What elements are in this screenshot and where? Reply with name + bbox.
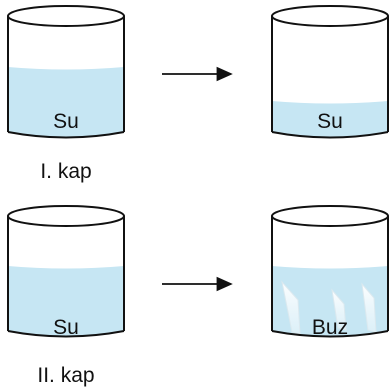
cup-2-after: Buz	[271, 205, 389, 339]
cup-2-before-water	[8, 266, 124, 337]
cup-1-before-rim	[7, 5, 125, 27]
ice-shard-icon	[281, 280, 301, 335]
cup-2-before: Su	[7, 205, 125, 339]
cup-2-before-rim	[7, 205, 125, 227]
caption-row-1: I. kap	[40, 160, 91, 183]
cup-1-after: Su	[271, 5, 389, 139]
cup-1-after-water	[272, 101, 388, 138]
cup-1-before-label: Su	[53, 110, 79, 133]
cup-2-after-label: Buz	[312, 316, 348, 339]
row-1: Su Su I. kap	[7, 5, 389, 183]
cup-1-before-water	[8, 67, 124, 138]
cup-2-after-ice	[272, 266, 388, 337]
cup-1-before: Su	[7, 5, 125, 139]
cup-2-after-rim	[271, 205, 389, 227]
ice-shard-icon	[331, 288, 347, 331]
cup-2-before-label: Su	[53, 316, 79, 339]
cup-1-after-rim	[271, 5, 389, 27]
cup-1-after-label: Su	[317, 110, 343, 133]
ice-shard-icon	[361, 282, 377, 333]
row-2: Su Buz II. kap	[7, 205, 389, 387]
caption-row-2: II. kap	[37, 364, 94, 387]
